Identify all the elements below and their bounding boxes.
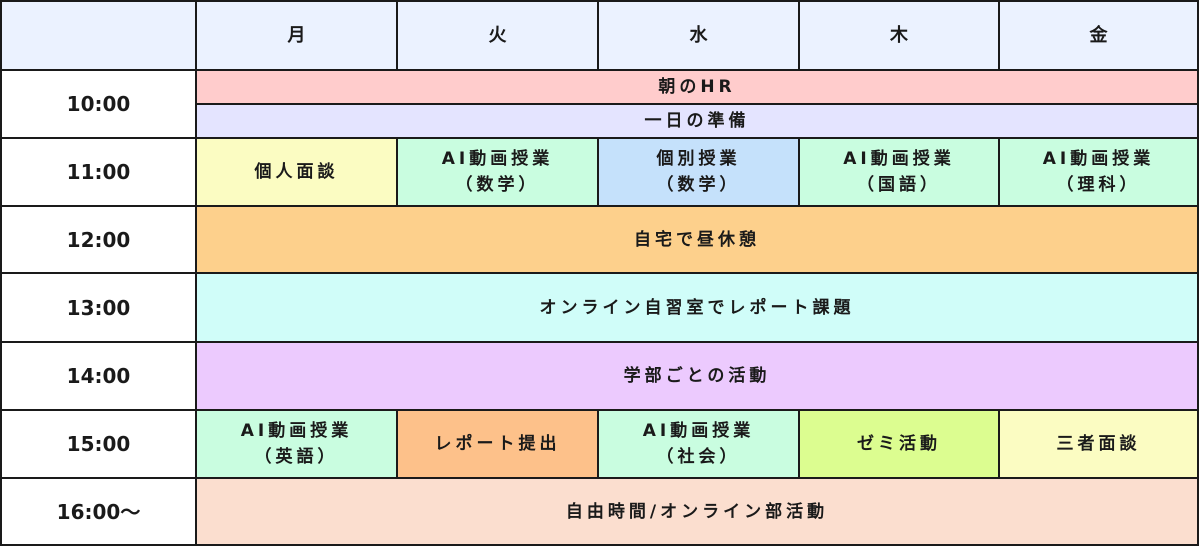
header-day-friday: 金 xyxy=(998,0,1199,71)
event-faculty-activity[interactable]: 学部ごとの活動 xyxy=(195,341,1199,411)
event-daily-prep[interactable]: 一日の準備 xyxy=(195,103,1199,139)
event-label: 個人面談 xyxy=(254,162,339,182)
event-sublabel: （理科） xyxy=(1056,175,1141,195)
event-label: AI動画授業 xyxy=(240,421,353,441)
event-free-time[interactable]: 自由時間/オンライン部活動 xyxy=(195,477,1199,546)
event-label: ゼミ活動 xyxy=(857,434,941,454)
event-morning-hr[interactable]: 朝のHR xyxy=(195,69,1199,105)
event-mon-15[interactable]: AI動画授業 （英語） xyxy=(195,409,398,479)
event-label: 学部ごとの活動 xyxy=(623,366,771,386)
event-label: 三者面談 xyxy=(1056,434,1141,454)
time-label-10: 10:00 xyxy=(0,69,197,139)
event-fri-15[interactable]: 三者面談 xyxy=(998,409,1199,479)
event-thu-11[interactable]: AI動画授業 （国語） xyxy=(798,137,1000,207)
event-wed-15[interactable]: AI動画授業 （社会） xyxy=(597,409,800,479)
header-corner-cell xyxy=(0,0,197,71)
time-label-15: 15:00 xyxy=(0,409,197,479)
header-day-wednesday: 水 xyxy=(597,0,800,71)
time-label-16: 16:00～ xyxy=(0,477,197,546)
event-label: AI動画授業 xyxy=(441,149,554,169)
event-thu-15[interactable]: ゼミ活動 xyxy=(798,409,1000,479)
event-label: 自宅で昼休憩 xyxy=(634,229,760,250)
event-sublabel: （社会） xyxy=(656,447,741,467)
event-online-study-room[interactable]: オンライン自習室でレポート課題 xyxy=(195,272,1199,343)
time-label-13: 13:00 xyxy=(0,272,197,343)
header-day-thursday: 木 xyxy=(798,0,1000,71)
event-label: オンライン自習室でレポート課題 xyxy=(539,297,855,318)
event-label: 個別授業 xyxy=(656,149,741,169)
time-label-11: 11:00 xyxy=(0,137,197,207)
event-tue-11[interactable]: AI動画授業 （数学） xyxy=(396,137,599,207)
event-sublabel: （国語） xyxy=(857,175,941,195)
event-sublabel: （英語） xyxy=(254,447,339,467)
header-day-tuesday: 火 xyxy=(396,0,599,71)
event-label: AI動画授業 xyxy=(1042,149,1155,169)
event-fri-11[interactable]: AI動画授業 （理科） xyxy=(998,137,1199,207)
event-lunch-break[interactable]: 自宅で昼休憩 xyxy=(195,205,1199,274)
time-label-12: 12:00 xyxy=(0,205,197,274)
event-label: AI動画授業 xyxy=(843,149,955,169)
event-label: 自由時間/オンライン部活動 xyxy=(565,501,829,522)
event-label: 朝のHR xyxy=(658,77,736,97)
time-label-14: 14:00 xyxy=(0,341,197,411)
event-sublabel: （数学） xyxy=(656,175,741,195)
event-sublabel: （数学） xyxy=(455,175,540,195)
event-wed-11[interactable]: 個別授業 （数学） xyxy=(597,137,800,207)
event-label: レポート提出 xyxy=(434,434,561,454)
event-tue-15[interactable]: レポート提出 xyxy=(396,409,599,479)
event-mon-11[interactable]: 個人面談 xyxy=(195,137,398,207)
event-label: 一日の準備 xyxy=(644,111,750,131)
header-day-monday: 月 xyxy=(195,0,398,71)
event-label: AI動画授業 xyxy=(642,421,755,441)
